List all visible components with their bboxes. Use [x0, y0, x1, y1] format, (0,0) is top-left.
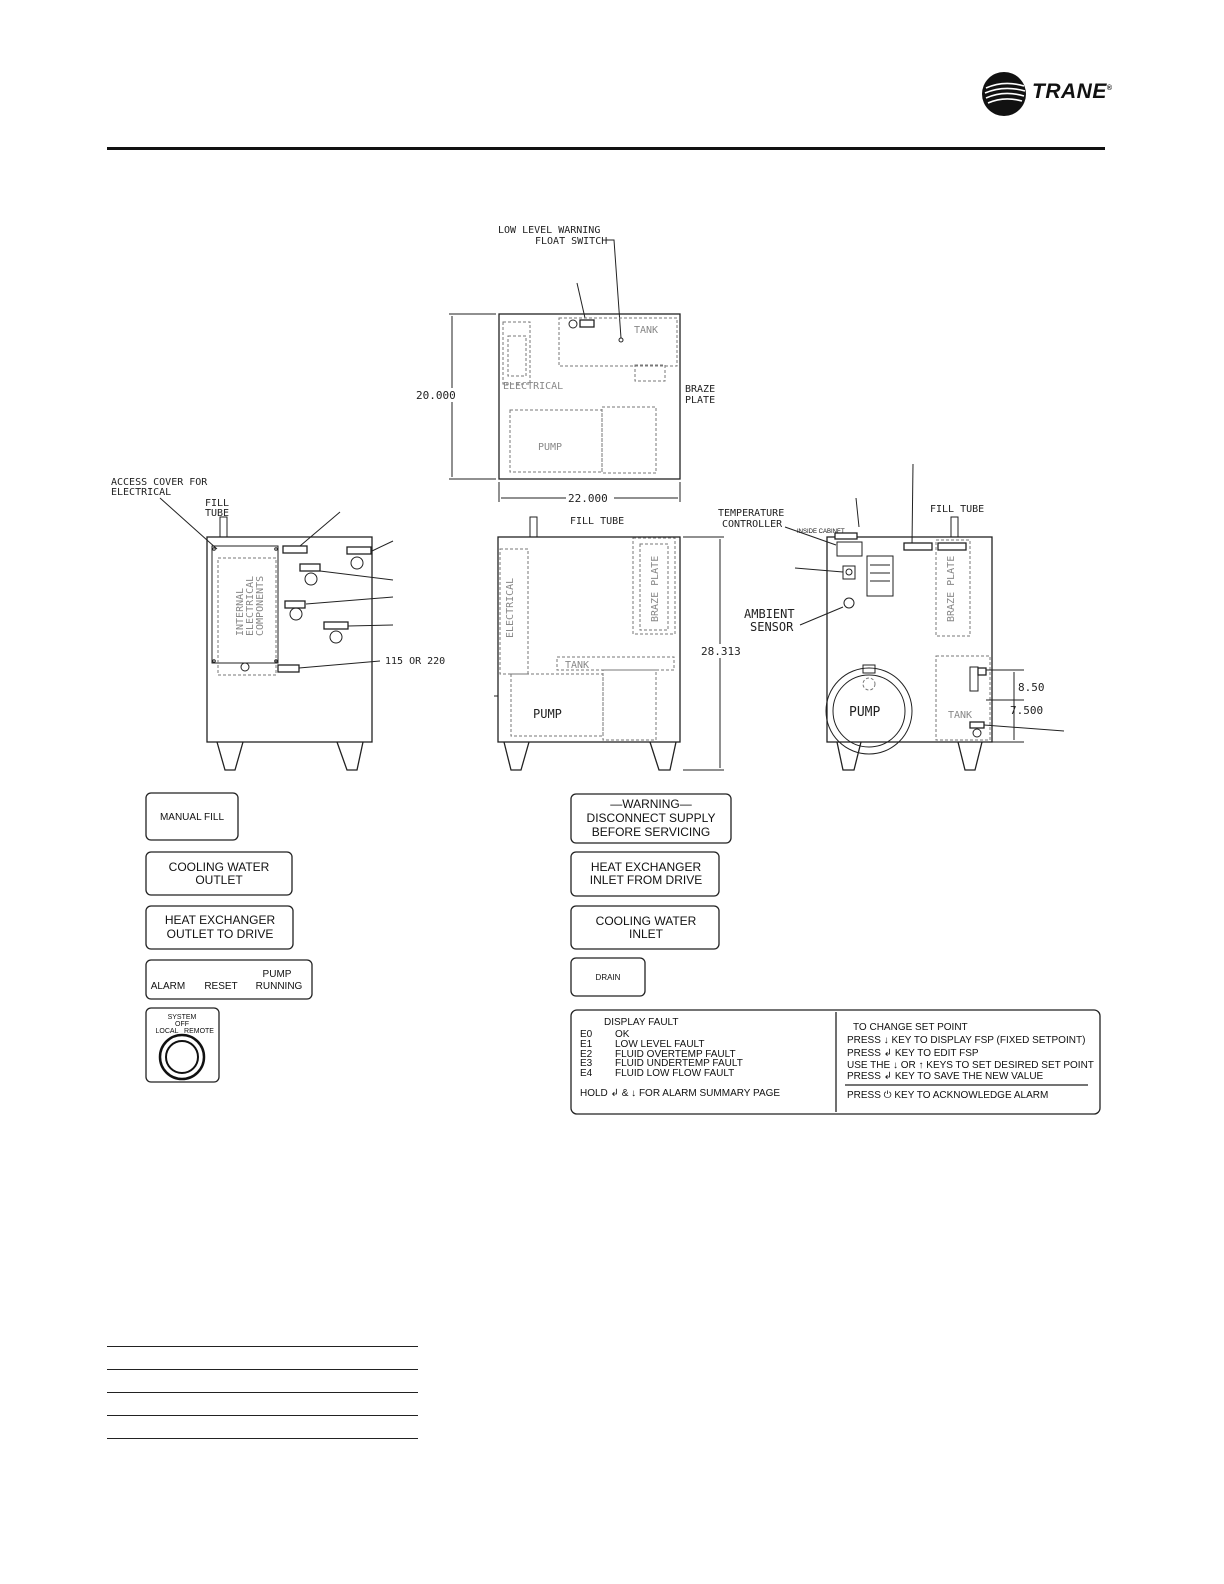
access-cover-callout-2: ELECTRICAL — [111, 487, 171, 498]
fault-code-list: E0 OK E1 LOW LEVEL FAULT E2 FLUID OVERTE… — [580, 1029, 743, 1079]
brand-name: TRANE® — [1032, 80, 1113, 103]
fault-text: FLUID UNDERTEMP FAULT — [615, 1058, 743, 1069]
fault-text: OK — [615, 1029, 630, 1040]
temp-controller-label-2: CONTROLLER — [722, 519, 783, 530]
fault-code: E3 — [580, 1058, 593, 1069]
left-fill-tube-1: FILL — [205, 498, 229, 509]
hx-outlet-plate-2: OUTLET TO DRIVE — [167, 927, 274, 941]
alarm-label: ALARM — [151, 981, 185, 992]
setpoint-step: PRESS ↲ KEY TO SAVE THE NEW VALUE — [847, 1071, 1044, 1082]
alarm-summary-instruction: HOLD ↲ & ↓ FOR ALARM SUMMARY PAGE — [580, 1088, 780, 1099]
fault-code: E2 — [580, 1049, 593, 1060]
reset-label: RESET — [204, 981, 237, 992]
warning-plate-2: DISCONNECT SUPPLY — [587, 811, 716, 825]
float-switch-callout-1: LOW LEVEL WARNING — [498, 225, 600, 236]
pump-running-label-1: PUMP — [263, 969, 292, 980]
top-tank-label: TANK — [634, 325, 658, 336]
fault-code: E0 — [580, 1029, 593, 1040]
fault-text: FLUID LOW FLOW FAULT — [615, 1068, 734, 1079]
right-braze-label: BRAZE PLATE — [946, 556, 957, 622]
hx-inlet-plate-2: INLET FROM DRIVE — [590, 873, 702, 887]
top-braze-label-1: BRAZE — [685, 384, 715, 395]
warning-plate-3: BEFORE SERVICING — [592, 825, 710, 839]
local-label: LOCAL — [156, 1028, 179, 1035]
hx-outlet-plate-1: HEAT EXCHANGER — [165, 913, 276, 927]
front-braze-label: BRAZE PLATE — [650, 556, 661, 622]
label-plates-left: MANUAL FILL COOLING WATER OUTLET HEAT EX… — [145, 792, 313, 1083]
warning-plate-1: —WARNING— — [610, 797, 692, 811]
top-width-dimension: 22.000 — [568, 492, 608, 505]
trane-emblem-icon — [982, 72, 1026, 116]
right-fill-tube: FILL TUBE — [930, 504, 984, 515]
front-height-dimension: 28.313 — [701, 645, 741, 658]
hx-inlet-plate-1: HEAT EXCHANGER — [591, 860, 702, 874]
setpoint-step: PRESS ↲ KEY TO EDIT FSP — [847, 1048, 979, 1059]
right-pump-label: PUMP — [849, 705, 880, 720]
fault-code: E4 — [580, 1068, 593, 1079]
internal-label-2: ELECTRICAL — [245, 576, 256, 636]
access-cover-callout-1: ACCESS COVER FOR — [111, 477, 208, 488]
right-dimension-b: 7.500 — [1010, 704, 1043, 717]
fault-code: E1 — [580, 1039, 593, 1050]
manual-fill-plate: MANUAL FILL — [160, 812, 225, 823]
remote-label: REMOTE — [184, 1028, 214, 1035]
fault-text: FLUID OVERTEMP FAULT — [615, 1049, 736, 1060]
front-pump-label: PUMP — [533, 707, 562, 721]
setpoint-step: PRESS ↓ KEY TO DISPLAY FSP (FIXED SETPOI… — [847, 1035, 1085, 1046]
system-label-1: SYSTEM — [168, 1014, 197, 1021]
front-electrical-label: ELECTRICAL — [505, 578, 516, 638]
left-view: ACCESS COVER FOR ELECTRICAL FILL TUBE IN… — [111, 477, 445, 771]
trane-logo: TRANE® — [980, 70, 1113, 118]
fault-title: DISPLAY FAULT — [604, 1017, 678, 1028]
right-tank-label: TANK — [948, 710, 972, 721]
float-switch-callout-2: FLOAT SWITCH — [535, 236, 607, 247]
cooling-outlet-plate-2: OUTLET — [195, 873, 243, 887]
acknowledge-instruction: PRESS ⏻ KEY TO ACKNOWLEDGE ALARM — [847, 1090, 1048, 1101]
ambient-label-1: AMBIENT — [744, 607, 795, 621]
right-dimension-a: 8.50 — [1018, 681, 1045, 694]
front-tank-label: TANK — [565, 660, 589, 671]
ambient-label-2: SENSOR — [750, 620, 794, 634]
pump-running-label-2: RUNNING — [256, 981, 303, 992]
left-fill-tube-2: TUBE — [205, 508, 229, 519]
label-plates-right: —WARNING— DISCONNECT SUPPLY BEFORE SERVI… — [570, 793, 732, 997]
internal-label-1: INTERNAL — [235, 588, 246, 636]
fault-text: LOW LEVEL FAULT — [615, 1039, 704, 1050]
fault-panel: DISPLAY FAULT E0 OK E1 LOW LEVEL FAULT E… — [570, 1009, 1101, 1115]
setpoint-step: USE THE ↓ OR ↑ KEYS TO SET DESIRED SET P… — [847, 1060, 1094, 1071]
setpoint-title: TO CHANGE SET POINT — [853, 1022, 968, 1033]
temp-controller-label-1: TEMPERATURE — [718, 508, 784, 519]
front-view: FILL TUBE ELECTRICAL BRAZE PLATE TANK PU… — [494, 516, 746, 771]
cooling-outlet-plate-1: COOLING WATER — [169, 860, 270, 874]
empty-table-rules — [107, 1346, 418, 1439]
cooling-inlet-plate-1: COOLING WATER — [596, 914, 697, 928]
power-supply-label: 115 OR 220 — [385, 656, 445, 667]
header-rule — [107, 147, 1105, 150]
right-view: TEMPERATURE CONTROLLER INSIDE CABINET FI… — [718, 463, 1065, 771]
top-height-dimension: 20.000 — [416, 389, 456, 402]
front-fill-tube: FILL TUBE — [570, 516, 624, 527]
internal-label-3: COMPONENTS — [255, 576, 266, 636]
top-braze-label-2: PLATE — [685, 395, 715, 406]
drain-plate: DRAIN — [596, 973, 621, 982]
cooling-inlet-plate-2: INLET — [629, 927, 664, 941]
top-electrical-label: ELECTRICAL — [503, 381, 563, 392]
system-label-2: OFF — [175, 1021, 189, 1028]
top-view: LOW LEVEL WARNING FLOAT SWITCH TANK ELEC… — [414, 225, 715, 505]
inside-cabinet-label: INSIDE CABINET — [797, 529, 845, 535]
top-pump-label: PUMP — [538, 442, 562, 453]
